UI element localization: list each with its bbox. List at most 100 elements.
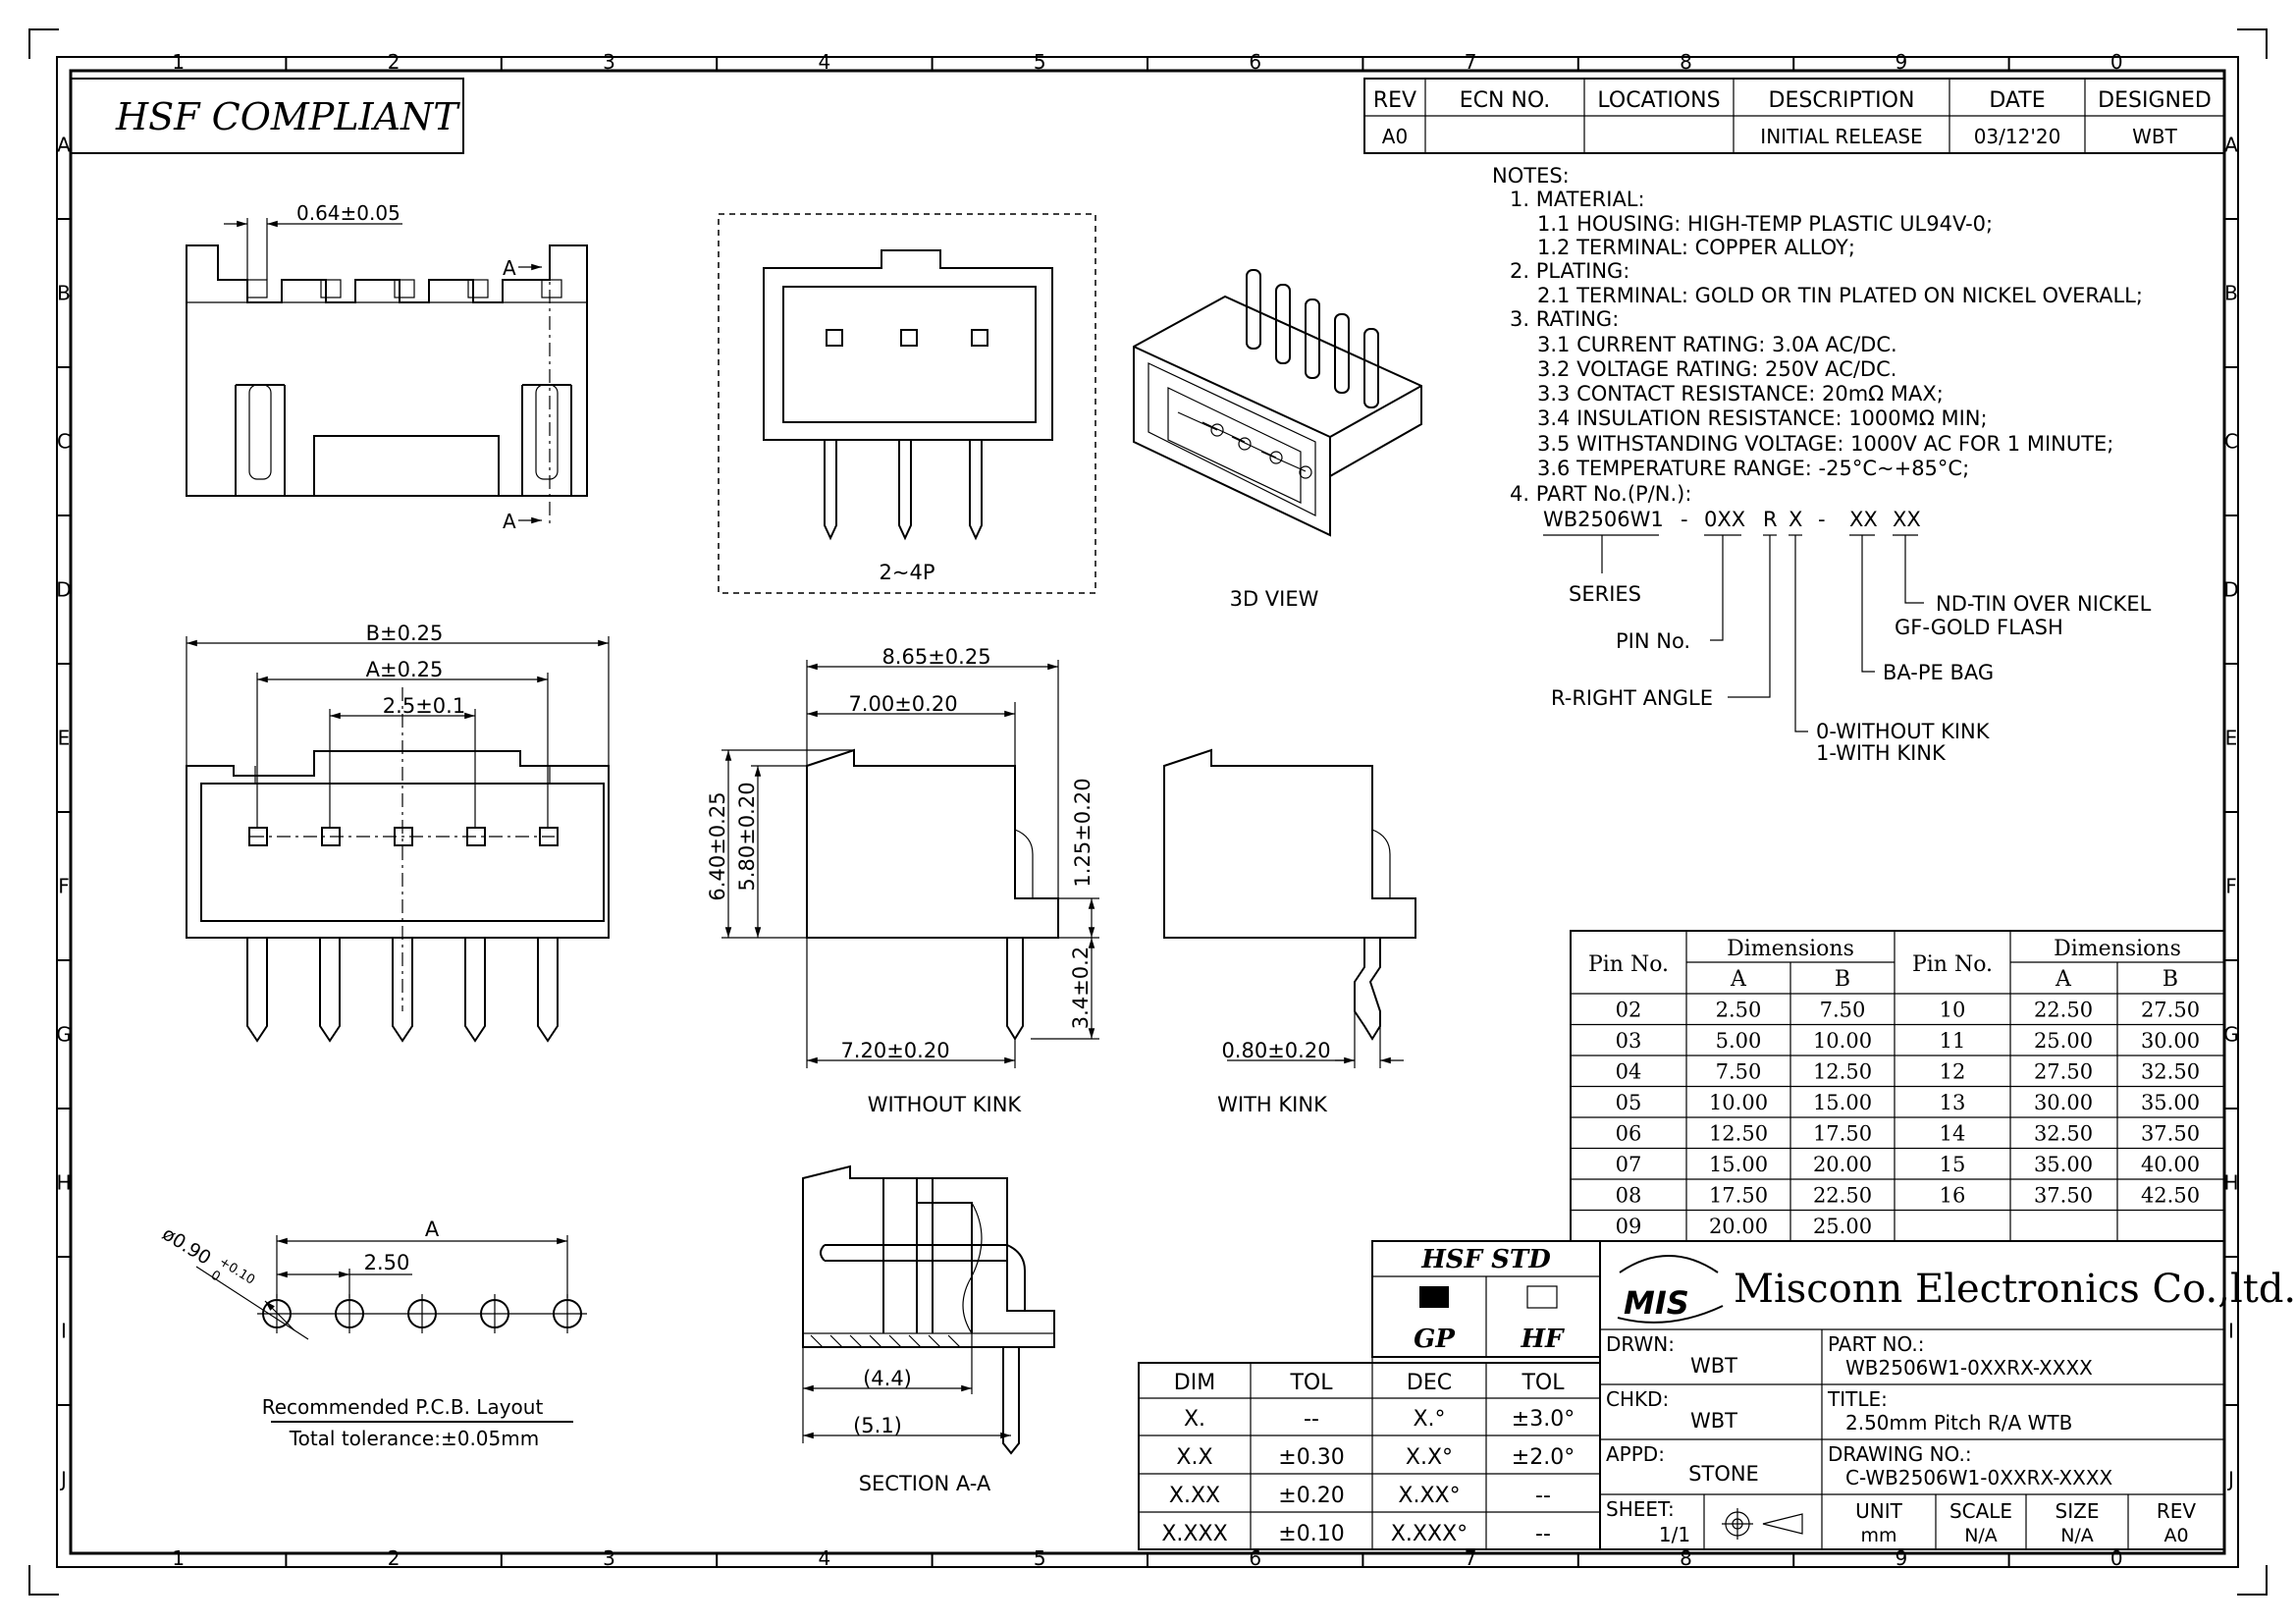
dt-cell: 25.00	[2034, 1029, 2093, 1053]
date-value: 03/12'20	[1974, 125, 2061, 148]
dt-cell: 5.00	[1716, 1029, 1762, 1053]
dt-cell: 32.50	[2141, 1060, 2200, 1084]
hsf-std-box: HSF STD GP HF	[1371, 1240, 1601, 1358]
pcb-hole-dim: ø0.90	[158, 1223, 214, 1270]
pn-series-code: WB2506W1	[1543, 508, 1664, 531]
zone-row-label: G	[2223, 1023, 2239, 1047]
zone-column-label: 3	[603, 1546, 615, 1570]
part-number-code: WB2506W1 - 0XX R X - XX XX SERIES PIN No…	[1543, 508, 2152, 765]
zone-column-label: 0	[2110, 1546, 2123, 1570]
rev-header: REV	[1373, 88, 1416, 113]
dt-cell: 13	[1940, 1091, 1966, 1114]
drawing-no-value: C-WB2506W1-0XXRX-XXXX	[1845, 1466, 2113, 1489]
dt-cell: 15.00	[1709, 1153, 1768, 1176]
unit-value: mm	[1860, 1525, 1896, 1546]
section-a-a: (4.4) (5.1) SECTION A-A	[802, 1164, 1055, 1495]
dt-cell: 16	[1940, 1184, 1966, 1208]
zone-row-label: D	[2223, 578, 2238, 602]
note-line: 3.4 INSULATION RESISTANCE: 1000MΩ MIN;	[1537, 406, 1988, 430]
dt-cell: 15	[1940, 1153, 1966, 1176]
pn-pin-label: PIN No.	[1616, 629, 1690, 653]
size-value: N/A	[2060, 1525, 2094, 1546]
pn-plating-label-1: ND-TIN OVER NICKEL	[1936, 592, 2152, 616]
designed-value: WBT	[2132, 125, 2177, 148]
pn-angle-label: R-RIGHT ANGLE	[1551, 686, 1713, 710]
dt-cell: 02	[1616, 999, 1642, 1022]
gp-label: GP	[1414, 1325, 1456, 1354]
side-view-with-kink: 0.80±0.20 WITH KINK	[1163, 748, 1416, 1116]
hsf-compliant-box: HSF COMPLIANT	[70, 78, 464, 154]
zone-column-label: 9	[1896, 50, 1908, 74]
dt-cell: 07	[1616, 1153, 1642, 1176]
zone-row-label: I	[2228, 1320, 2234, 1343]
zone-column-label: 9	[1896, 1546, 1908, 1570]
part-no-value: WB2506W1-0XXRX-XXXX	[1845, 1356, 2093, 1380]
description-header: DESCRIPTION	[1769, 88, 1915, 113]
zone-row-label: G	[56, 1023, 72, 1047]
projection-symbol	[1722, 1508, 1803, 1540]
pcb-tolerance: Total tolerance:±0.05mm	[289, 1427, 539, 1450]
zone-column-label: 0	[2110, 50, 2123, 74]
note-line: 4. PART No.(P/N.):	[1510, 482, 1691, 506]
pn-package-code: XX	[1849, 508, 1878, 531]
zone-row-label: H	[56, 1171, 71, 1195]
top-view: A A 0.64±0.05	[186, 201, 588, 533]
zone-row-label: F	[58, 875, 70, 898]
appd-value: STONE	[1688, 1462, 1759, 1486]
pn-series-label: SERIES	[1569, 582, 1641, 606]
zone-column-label: 7	[1465, 50, 1477, 74]
description-value: INITIAL RELEASE	[1760, 125, 1922, 148]
note-line: 3.3 CONTACT RESISTANCE: 20mΩ MAX;	[1537, 382, 1944, 406]
dim-height-body: 5.80±0.20	[735, 782, 759, 891]
dt-cell: 14	[1940, 1122, 1966, 1146]
note-line: 1.1 HOUSING: HIGH-TEMP PLASTIC UL94V-0;	[1537, 212, 1993, 236]
dt-cell: 27.50	[2034, 1060, 2093, 1084]
scale-value: N/A	[1964, 1525, 1998, 1546]
dt-cell: 12	[1940, 1060, 1966, 1084]
dt-cell: 09	[1616, 1215, 1642, 1238]
rev-value: A0	[1382, 125, 1408, 148]
designed-header: DESIGNED	[2098, 88, 2212, 113]
zone-column-label: 2	[388, 1546, 400, 1570]
zone-column-label: 4	[819, 1546, 831, 1570]
zone-column-label: 8	[1680, 1546, 1692, 1570]
tol-cell: ±0.30	[1278, 1445, 1344, 1470]
dt-cell: 42.50	[2141, 1184, 2200, 1208]
zone-column-label: 4	[819, 50, 831, 74]
dt-cell: 10.00	[1813, 1029, 1872, 1053]
locations-header: LOCATIONS	[1597, 88, 1720, 113]
zone-row-label: A	[57, 134, 71, 157]
zone-column-label: 7	[1465, 1546, 1477, 1570]
tol-cell: X.XXX	[1161, 1522, 1227, 1546]
dt-b-header: B	[2163, 967, 2178, 992]
dt-b-header: B	[1835, 967, 1850, 992]
note-line: 3.5 WITHSTANDING VOLTAGE: 1000V AC FOR 1…	[1537, 432, 2113, 456]
zone-ticks	[57, 57, 2238, 1567]
hf-label: HF	[1520, 1325, 1565, 1354]
dt-a-header: A	[1730, 967, 1747, 992]
zone-column-label: 5	[1034, 1546, 1046, 1570]
tol-cell: X.X°	[1406, 1445, 1453, 1470]
zone-row-label: C	[57, 430, 71, 454]
dt-cell: 12.50	[1709, 1122, 1768, 1146]
rev-block-value: A0	[2163, 1525, 2188, 1546]
dim-depth-total: 8.65±0.25	[881, 645, 990, 669]
zone-row-label: A	[2224, 134, 2238, 157]
gp-checkbox-filled	[1419, 1286, 1449, 1308]
dim-height-total: 6.40±0.25	[706, 791, 729, 900]
dt-cell: 37.50	[2034, 1184, 2093, 1208]
tol-header-dec: DEC	[1407, 1371, 1452, 1395]
title-label: TITLE:	[1827, 1387, 1888, 1411]
zone-column-label: 2	[388, 50, 400, 74]
tol-cell: ±2.0°	[1512, 1445, 1575, 1470]
note-line: 3. RATING:	[1510, 307, 1619, 331]
title-block: MIS Misconn Electronics Co.,ltd. DRWN: W…	[1599, 1240, 2296, 1550]
pn-kink-label-1: 0-WITHOUT KINK	[1816, 720, 1991, 743]
section-marker-top: A	[503, 256, 516, 280]
dim-pitch: 2.5±0.1	[383, 694, 465, 718]
zone-column-label: 3	[603, 50, 615, 74]
tol-header-tol2: TOL	[1521, 1371, 1565, 1395]
pn-package-label: BA-PE BAG	[1883, 661, 1994, 684]
